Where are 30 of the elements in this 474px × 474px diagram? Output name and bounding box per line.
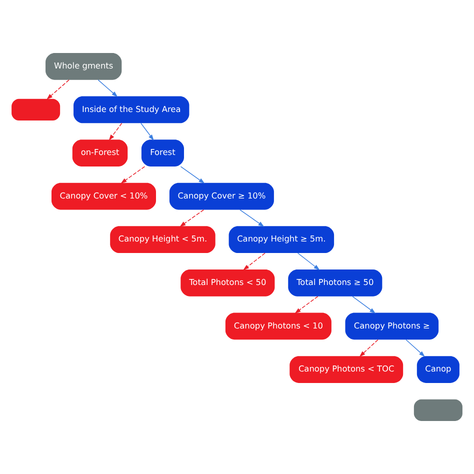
arrow (120, 166, 146, 184)
arrow (297, 252, 320, 270)
node-box: Canopy Photons < 10 (225, 312, 332, 340)
node-box (414, 399, 462, 422)
node-box: Inside of the Study Area (74, 96, 190, 124)
arrow (359, 339, 378, 357)
node-box: Total Photons ≥ 50 (288, 269, 382, 296)
arrow (108, 122, 122, 140)
node-box: Canopy Height ≥ 5m. (228, 226, 334, 254)
arrow (46, 80, 70, 100)
node-box (12, 98, 60, 121)
node-box: Canopy Cover ≥ 10% (169, 182, 274, 210)
arrow (180, 209, 204, 227)
node-box: Total Photons < 50 (180, 269, 275, 296)
node-box: Canopy Height < 5m. (110, 226, 216, 254)
arrow (98, 80, 118, 98)
node-box: Canopy Photons < TOC (290, 356, 404, 383)
arrow (180, 166, 205, 184)
arrow (140, 122, 154, 140)
node-box: Canopy Photons ≥ (345, 312, 439, 340)
arrow (240, 209, 264, 227)
node-box: Canop (416, 356, 460, 383)
node-box: on-Forest (72, 140, 128, 166)
node-box: Whole gments (46, 52, 122, 80)
arrow (352, 296, 376, 314)
node-box: Forest (141, 140, 184, 166)
node-box: Canopy Cover < 10% (52, 182, 156, 210)
arrow (243, 252, 266, 270)
arrow (406, 339, 425, 357)
arrow (294, 296, 318, 314)
